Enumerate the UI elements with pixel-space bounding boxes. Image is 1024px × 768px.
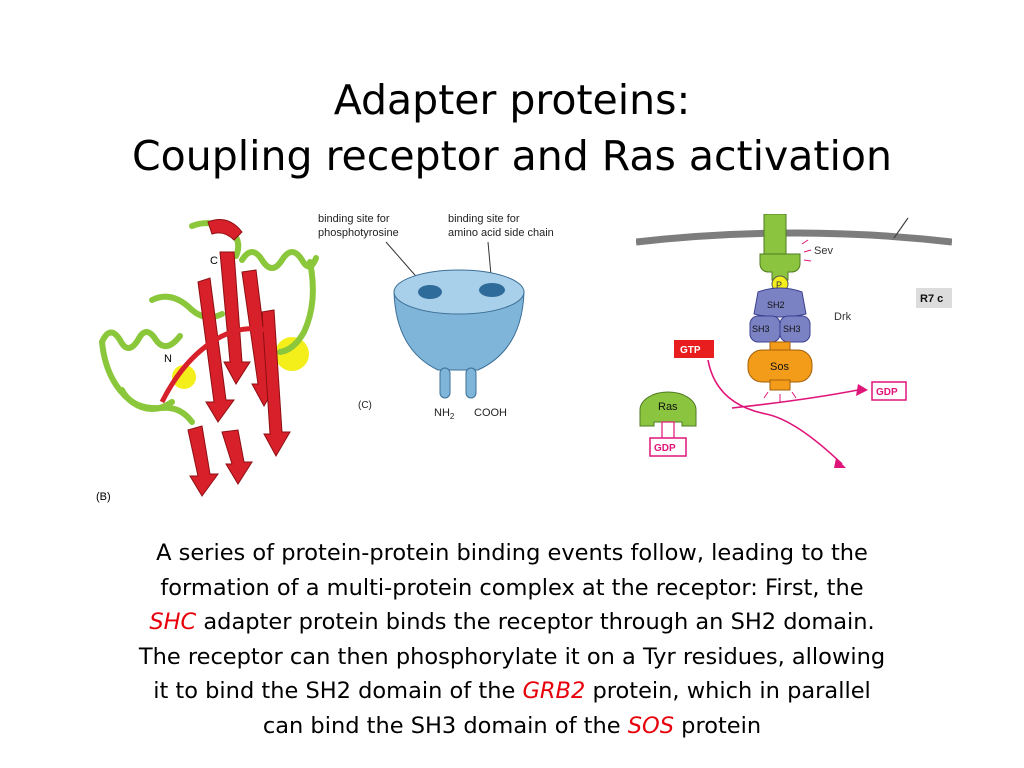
ras-pathway-figure: Sev P SH2 SH3 SH3 Drk R7 c Sos GTP GDP — [635, 213, 953, 470]
label-nh2: NH2 — [434, 407, 455, 421]
body-line: A series of protein-protein binding even… — [156, 540, 868, 566]
label-phospho-line-2: phosphotyrosine — [318, 227, 399, 239]
gdp-box-bottom — [649, 437, 687, 457]
label-sh3-right: SH3 — [783, 324, 801, 334]
body-text-segment: protein, which in parallel — [585, 678, 871, 704]
highlight-shc: SHC — [149, 609, 197, 635]
gdp-box-right — [871, 381, 907, 401]
cooh-stem — [465, 367, 477, 399]
sos-neck — [769, 341, 791, 351]
body-text-segment: protein — [674, 712, 762, 739]
highlight-sos: SOS — [627, 712, 675, 739]
title-line-2: Coupling receptor and Ras activation — [132, 132, 892, 180]
label-drk: Drk — [834, 311, 852, 323]
label-phospho-line-1: binding site for — [318, 213, 390, 225]
sev-activation-rays — [801, 239, 812, 262]
membrane-tick — [893, 217, 909, 239]
body-paragraph: A series of protein-protein binding even… — [82, 536, 942, 743]
r7-box — [916, 288, 952, 308]
panel-label-b: (B) — [96, 491, 111, 503]
sh2-schematic-figure: binding site for phosphotyrosine binding… — [312, 210, 592, 430]
gtp-box — [674, 340, 714, 358]
label-gtp: GTP — [680, 345, 701, 356]
drk-sh3-right — [779, 315, 811, 343]
binding-site-blob — [172, 365, 196, 389]
arrowhead-gdp — [856, 384, 868, 396]
body-text-segment: it to bind the SH2 domain of the — [153, 678, 523, 704]
sos-activation-rays — [763, 391, 797, 402]
body-line: SHC adapter protein binds the receptor t… — [82, 605, 942, 640]
body-line: can bind the SH3 domain of the SOS prote… — [82, 709, 942, 744]
side-chain-pocket — [479, 283, 505, 297]
ras-protein — [639, 391, 697, 427]
label-sh2: SH2 — [767, 300, 785, 310]
ras-pathway-diagram: Sev P SH2 SH3 SH3 Drk R7 c Sos GTP GDP — [635, 213, 953, 468]
domain-top — [393, 269, 525, 315]
label-c-terminus: C — [210, 255, 218, 267]
phosphotyrosine-pocket — [418, 285, 442, 299]
title-line-1: Adapter proteins: — [333, 76, 691, 124]
slide-title: Adapter proteins: Coupling receptor and … — [40, 72, 984, 184]
label-gdp-bottom: GDP — [654, 443, 676, 454]
sos-base — [769, 379, 791, 391]
sev-receptor-stem — [763, 213, 787, 255]
label-side-chain-line-1: binding site for — [448, 213, 520, 225]
binding-site-blob — [275, 337, 309, 371]
nh2-stem — [439, 367, 451, 399]
exchange-arrows — [707, 359, 859, 465]
sh2-ribbon-figure: C N (B) — [92, 212, 324, 504]
label-ras: Ras — [658, 401, 678, 413]
label-side-chain-line-2: amino acid side chain — [448, 227, 554, 239]
label-p: P — [776, 280, 782, 290]
label-sh3-left: SH3 — [752, 324, 770, 334]
connecting-loop — [159, 326, 273, 404]
body-line: formation of a multi-protein complex at … — [160, 574, 864, 601]
label-sos: Sos — [770, 361, 789, 373]
sev-receptor-kinase — [759, 253, 801, 281]
label-cooh: COOH — [474, 407, 507, 419]
label-r7: R7 c — [920, 293, 943, 305]
arrowhead-down — [834, 458, 846, 468]
cell-membrane — [635, 229, 953, 246]
body-line: it to bind the SH2 domain of the GRB2 pr… — [82, 674, 942, 709]
body-text-segment: can bind the SH3 domain of the — [262, 712, 628, 739]
highlight-grb2: GRB2 — [522, 678, 586, 704]
sh2-ribbon-illustration: C N (B) — [96, 219, 319, 503]
beta-strands — [187, 219, 291, 497]
label-gdp-right: GDP — [876, 387, 898, 398]
panel-label-c: (C) — [358, 400, 372, 411]
sh2-schematic-illustration: binding site for phosphotyrosine binding… — [318, 213, 554, 421]
body-line: The receptor can then phosphorylate it o… — [138, 643, 886, 670]
body-text-segment: adapter protein binds the receptor throu… — [196, 609, 875, 635]
label-sev: Sev — [814, 245, 833, 257]
label-n-terminus: N — [164, 353, 172, 365]
